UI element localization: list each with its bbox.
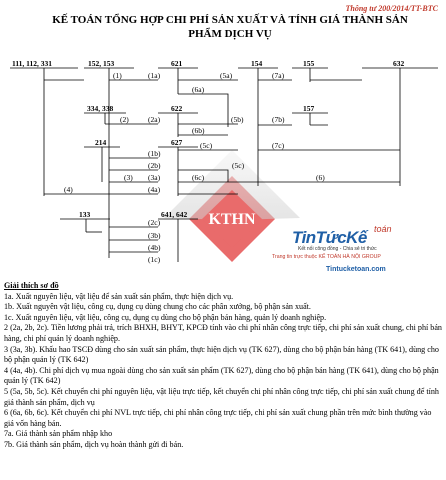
tintucketoan-logo: TinTứcKế toán Kết nối công đồng - Chia s… <box>262 224 442 278</box>
label-1b: (1b) <box>148 149 161 158</box>
account-111-112-331: 111, 112, 331 <box>12 59 52 68</box>
account-632: 632 <box>393 59 405 68</box>
legend-item: 6 (6a, 6b, 6c). Kết chuyển chi phí NVL t… <box>4 408 432 428</box>
flow-lines <box>44 79 400 258</box>
account-622: 622 <box>171 104 183 113</box>
logo-tagline: Kết nối công đồng - Chia sẻ tri thức <box>298 246 377 252</box>
site-url: Tintucketoan.com <box>326 266 386 273</box>
account-214: 214 <box>95 138 107 147</box>
label-5b: (5b) <box>231 115 244 124</box>
flow-labels: (1) (1a) (5a) (7a) (6a) (2) (2a) (5b) (7… <box>64 71 325 264</box>
label-3b: (3b) <box>148 231 161 240</box>
label-1: (1) <box>113 71 122 80</box>
label-7c: (7c) <box>272 141 285 150</box>
account-133: 133 <box>79 210 91 219</box>
legend-item: 1c. Xuất nguyên liệu, vật liệu, công cụ,… <box>4 312 327 322</box>
label-7a: (7a) <box>272 71 285 80</box>
label-2b: (2b) <box>148 161 161 170</box>
t-accounts <box>10 67 438 262</box>
account-157: 157 <box>303 104 315 113</box>
legend-item: 4 (4a, 4b). Chi phí dịch vụ mua ngoài dù… <box>4 365 439 386</box>
label-5a: (5a) <box>220 71 233 80</box>
legend-item: 1a. Xuất nguyên liệu, vật liệu để sản xu… <box>4 291 234 301</box>
legend-item: 7b. Giá thành sản phẩm, dịch vụ hoàn thà… <box>4 439 184 449</box>
account-627: 627 <box>171 138 183 147</box>
circular-reference: Thông tư 200/2014/TT-BTC <box>345 4 438 13</box>
logo-wordmark: TinTứcKế <box>292 228 367 247</box>
legend-item: 1b. Xuất nguyên vật liệu, công cụ, dụng … <box>4 302 311 312</box>
label-6c: (6c) <box>192 173 205 182</box>
label-6: (6) <box>316 173 325 182</box>
label-7b: (7b) <box>272 115 285 124</box>
logo-group: Trang tin trực thuộc KẾ TOÁN HÀ NỘI GROU… <box>272 254 381 260</box>
account-334-338: 334, 338 <box>87 104 114 113</box>
account-155: 155 <box>303 59 315 68</box>
account-152-153: 152, 153 <box>88 59 115 68</box>
label-5c: (5c) <box>200 141 213 150</box>
legend-title: Giải thích sơ đồ <box>4 281 59 290</box>
logo-ke-toan: toán <box>374 224 392 234</box>
account-labels: 111, 112, 331 152, 153 621 154 155 632 3… <box>12 59 405 219</box>
label-4b: (4b) <box>148 243 161 252</box>
label-4: (4) <box>64 185 73 194</box>
watermark-diamond: KTHN <box>164 150 300 262</box>
account-154: 154 <box>251 59 263 68</box>
account-621: 621 <box>171 59 183 68</box>
account-641-642: 641, 642 <box>161 210 188 219</box>
label-6a: (6a) <box>192 85 205 94</box>
legend-item: 7a. Giá thành sản phẩm nhập kho <box>4 429 113 439</box>
legend-item: 3 (3a, 3b). Khấu hao TSCĐ dùng cho sản x… <box>4 344 439 365</box>
label-3a: (3a) <box>148 173 161 182</box>
diagram-title: KẾ TOÁN TỔNG HỢP CHI PHÍ SẢN XUẤT VÀ TÍN… <box>52 14 408 40</box>
label-2c: (2c) <box>148 218 161 227</box>
label-1c: (1c) <box>148 255 161 264</box>
watermark-text: KTHN <box>208 211 256 228</box>
legend-item: 2 (2a, 2b, 2c). Tiền lương phải trả, trí… <box>4 323 442 343</box>
label-5c-inner: (5c) <box>232 161 245 170</box>
label-2a: (2a) <box>148 115 161 124</box>
legend: Giải thích sơ đồ 1a. Xuất nguyên liệu, v… <box>4 281 442 451</box>
label-4a: (4a) <box>148 185 161 194</box>
label-1a: (1a) <box>148 71 161 80</box>
label-3: (3) <box>124 173 133 182</box>
label-2: (2) <box>120 115 129 124</box>
legend-item: 5 (5a, 5b, 5c). Kết chuyển chi phí nguyê… <box>4 386 439 407</box>
accounting-flow-diagram: KTHN 111, 112, 331 152, 153 621 154 155 … <box>10 59 438 264</box>
label-6b: (6b) <box>192 126 205 135</box>
